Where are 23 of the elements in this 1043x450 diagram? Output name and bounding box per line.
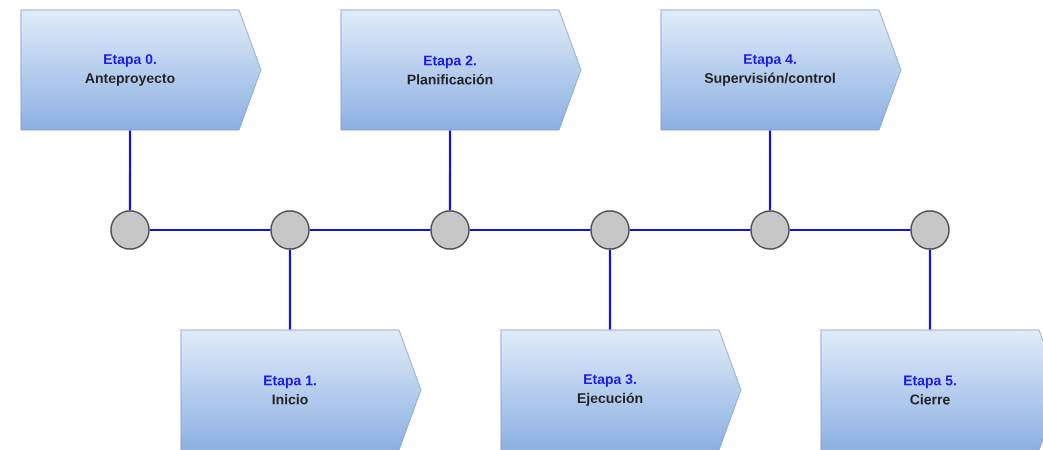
connector-line	[309, 228, 431, 232]
milestone-circle	[430, 210, 470, 250]
connector-line	[128, 130, 132, 211]
connector-line	[608, 249, 612, 330]
milestone-circle	[910, 210, 950, 250]
connector-line	[768, 130, 772, 211]
connector-line	[789, 228, 911, 232]
stage-box: Etapa 3. Ejecución	[500, 329, 742, 450]
milestone-circle	[590, 210, 630, 250]
stage-box: Etapa 1. Inicio	[180, 329, 422, 450]
milestone-circle	[110, 210, 150, 250]
stage-box: Etapa 2. Planificación	[340, 9, 582, 131]
milestone-circle	[270, 210, 310, 250]
connector-line	[928, 249, 932, 330]
connector-line	[448, 130, 452, 211]
stage-box: Etapa 0. Anteproyecto	[20, 9, 262, 131]
stage-box: Etapa 4. Supervisión/control	[660, 9, 902, 131]
milestone-circle	[750, 210, 790, 250]
stage-box: Etapa 5. Cierre	[820, 329, 1043, 450]
connector-line	[288, 249, 292, 330]
connector-line	[469, 228, 591, 232]
connector-line	[629, 228, 751, 232]
connector-line	[149, 228, 271, 232]
